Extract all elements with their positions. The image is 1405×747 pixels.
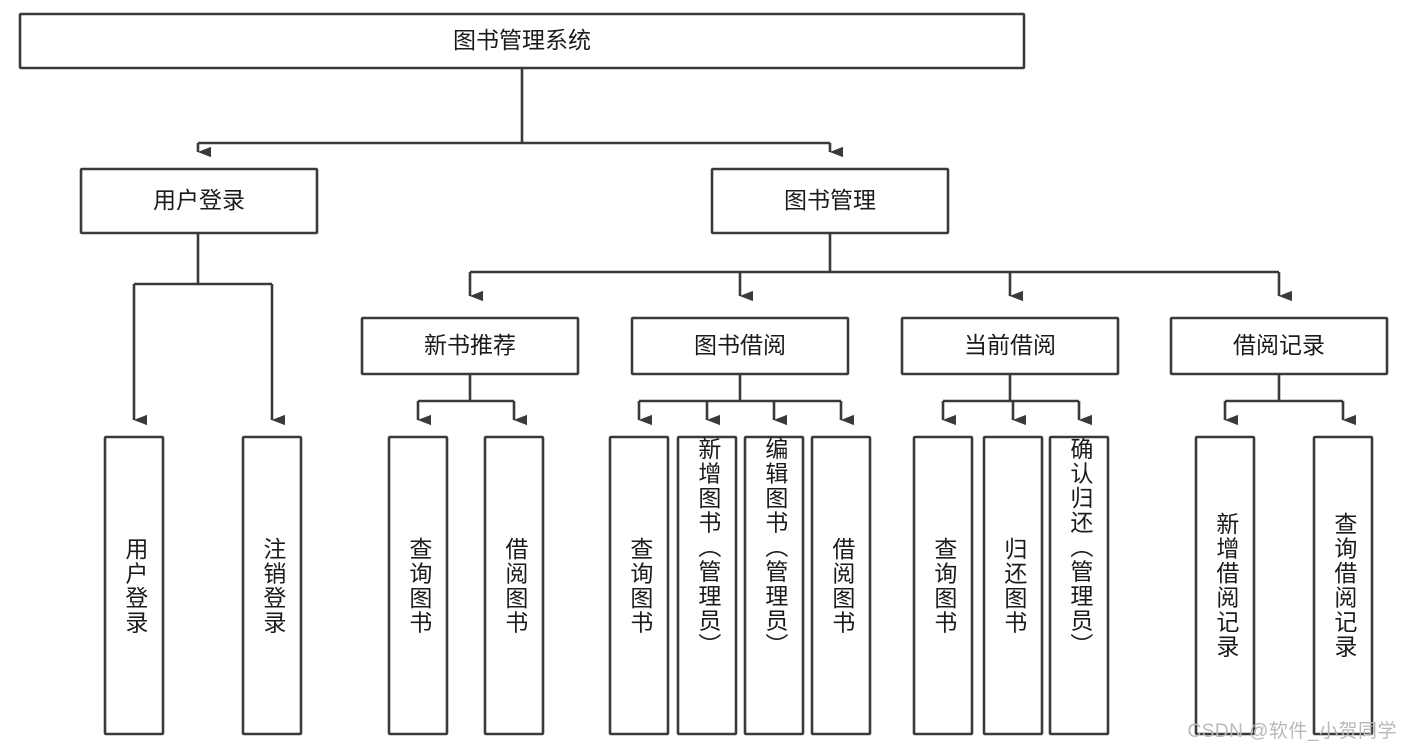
leaf-box-book-borrow-3[interactable] (743, 435, 805, 736)
node-book-borrow-label: 图书借阅 (694, 332, 786, 358)
nodes-layer: 图书管理系统 用户登录 图书管理 新书推荐 图书借阅 当前借阅 借阅记录 (18, 12, 1389, 736)
leaf-box-current-borrow-2[interactable] (982, 435, 1044, 736)
node-book-management-label: 图书管理 (784, 187, 876, 213)
node-borrow-record-label: 借阅记录 (1233, 332, 1325, 358)
node-book-borrow-box[interactable] (630, 316, 850, 376)
leaf-box-user-login-1[interactable] (103, 435, 165, 736)
node-new-book-recommend-box[interactable] (360, 316, 580, 376)
node-root-box[interactable] (18, 12, 1026, 70)
node-user-login-box[interactable] (79, 167, 319, 235)
edges-layer (132, 68, 1357, 426)
leaf-box-user-login-2[interactable] (241, 435, 303, 736)
node-new-book-recommend-label: 新书推荐 (424, 332, 516, 358)
leaf-box-borrow-record-2[interactable] (1312, 435, 1374, 736)
leaf-box-current-borrow-3[interactable] (1048, 435, 1110, 736)
leaf-box-book-borrow-2[interactable] (676, 435, 738, 736)
leaf-box-book-borrow-4[interactable] (810, 435, 872, 736)
csdn-watermark: CSDN @软件_小贺同学 (1187, 721, 1397, 742)
node-root-label: 图书管理系统 (453, 27, 591, 53)
leaf-box-book-borrow-1[interactable] (608, 435, 670, 736)
node-book-management-box[interactable] (710, 167, 950, 235)
node-current-borrow-label: 当前借阅 (964, 332, 1056, 358)
node-current-borrow-box[interactable] (900, 316, 1120, 376)
leaf-box-new-book-1[interactable] (387, 435, 449, 736)
node-user-login-label: 用户登录 (153, 187, 245, 213)
leaf-box-current-borrow-1[interactable] (912, 435, 974, 736)
leaf-box-borrow-record-1[interactable] (1194, 435, 1256, 736)
leaf-box-new-book-2[interactable] (483, 435, 545, 736)
node-borrow-record-box[interactable] (1169, 316, 1389, 376)
